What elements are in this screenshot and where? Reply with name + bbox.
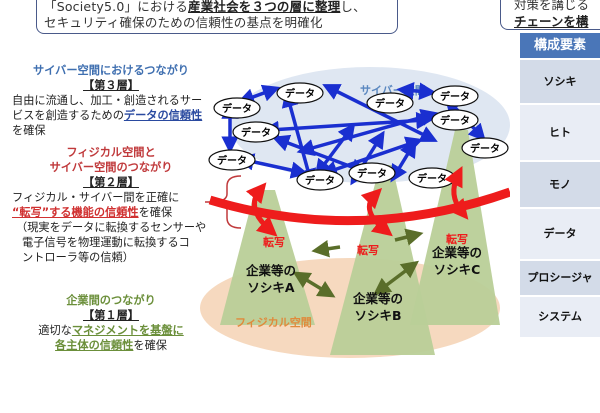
svg-text:データ: データ — [222, 102, 252, 115]
transfer-label: 転写 — [446, 232, 468, 246]
right-summary-box — [500, 0, 600, 30]
layer1-label: 【第１層】 — [83, 309, 139, 322]
org-b-label-1: 企業等の — [352, 291, 403, 306]
layer2-body-line: フィジカル・サイバー間を正確に — [12, 191, 180, 204]
components-table: 構成要素 ソシキ ヒト モノ データ プロシージャ システム — [520, 33, 600, 337]
right-summary-line-1: 対策を講じる — [514, 0, 590, 12]
text: を確保 — [138, 206, 173, 219]
org-c-label-1: 企業等の — [431, 245, 482, 260]
summary-text: 「Society5.0」における — [44, 0, 188, 14]
layer2-note-line: ントローラ等の信頼） — [22, 251, 134, 264]
layer2-heading-2: サイバー空間のつながり — [49, 161, 173, 174]
transfer-label: 転写 — [357, 243, 379, 257]
layer3-heading: サイバー空間におけるつながり — [33, 64, 189, 77]
data-node: データ — [213, 97, 261, 119]
table-row: ソシキ — [520, 60, 600, 103]
text: 適切な — [38, 324, 72, 337]
layer2-body: フィジカル・サイバー間を正確に “転写”する機能の信頼性を確保 （現実をデータに… — [0, 190, 222, 265]
org-c-label-2: ソシキC — [434, 262, 481, 277]
layer1-heading: 企業間のつながり — [66, 294, 156, 307]
three-layer-diagram: サイバー空間 フィジカル空間 データ データ データ データ データ データ デ… — [200, 67, 510, 358]
data-node: データ — [348, 162, 396, 184]
layer2-heading-1: フィジカル空間と — [66, 146, 156, 159]
layer1-description: 企業間のつながり 【第１層】 適切なマネジメントを基盤に 各主体の信頼性を確保 — [0, 293, 222, 353]
data-node: データ — [431, 109, 479, 131]
layer2-label: 【第２層】 — [83, 176, 139, 189]
summary-text: し、 — [340, 0, 366, 14]
layer3-body-line: を確保 — [12, 124, 46, 137]
text: を確保 — [133, 339, 167, 352]
svg-text:データ: データ — [241, 126, 271, 139]
svg-text:データ: データ — [357, 167, 387, 180]
svg-text:データ: データ — [470, 142, 500, 155]
transfer-label: 転写 — [263, 235, 285, 249]
layer2-body-line: “転写”する機能の信頼性を確保 — [12, 205, 222, 220]
layer3-body-line: 自由に流通し、加工・創造されるサー — [12, 94, 203, 107]
layer2-emphasis: “転写”する機能の信頼性 — [12, 206, 139, 219]
table-header: 構成要素 — [520, 33, 600, 58]
svg-text:データ: データ — [440, 90, 470, 103]
layer2-description: フィジカル空間と サイバー空間のつながり 【第２層】 フィジカル・サイバー間を正… — [0, 145, 222, 265]
summary-line-2: セキュリティ確保のための信頼性の基点を明確化 — [44, 15, 323, 30]
layer1-body-line: 適切なマネジメントを基盤に — [0, 323, 222, 338]
table-row: システム — [520, 297, 600, 337]
table-row: プロシージャ — [520, 261, 600, 295]
right-summary-line-2: チェーンを構 — [514, 14, 589, 29]
table-row: ヒト — [520, 105, 600, 160]
summary-emphasis: 産業社会を３つの層に整理 — [188, 0, 341, 14]
data-node: データ — [408, 167, 456, 189]
summary-box — [36, 0, 398, 34]
svg-text:データ: データ — [217, 154, 247, 167]
data-node: データ — [208, 149, 256, 171]
svg-text:データ: データ — [285, 87, 315, 100]
text: ビスを創造するための — [12, 109, 124, 122]
svg-text:データ: データ — [305, 174, 335, 187]
data-node: データ — [276, 82, 324, 104]
org-a-label-2: ソシキA — [247, 280, 295, 295]
data-node: データ — [366, 92, 414, 114]
org-a-label-1: 企業等の — [245, 263, 296, 278]
physical-space-label: フィジカル空間 — [235, 315, 312, 329]
layer2-note-line: （現実をデータに転換するセンサーや — [16, 221, 207, 234]
layer1-body-line: 各主体の信頼性を確保 — [0, 338, 222, 353]
layer3-emphasis: データの信頼性 — [123, 109, 203, 122]
summary-line-1: 「Society5.0」における産業社会を３つの層に整理し、 — [44, 0, 366, 15]
layer3-label: 【第３層】 — [83, 79, 139, 92]
data-node: データ — [431, 85, 479, 107]
data-node: データ — [296, 169, 344, 191]
table-row: モノ — [520, 162, 600, 207]
svg-text:データ: データ — [417, 172, 447, 185]
org-b-label-2: ソシキB — [354, 308, 401, 323]
layer1-emphasis: マネジメントを基盤に — [71, 324, 184, 337]
layer3-body-line: ビスを創造するためのデータの信頼性 — [12, 108, 222, 123]
svg-text:データ: データ — [440, 114, 470, 127]
table-row: データ — [520, 209, 600, 259]
layer1-emphasis: 各主体の信頼性 — [55, 339, 134, 352]
data-node: データ — [461, 137, 509, 159]
layer2-note-line: 電子信号を物理運動に転換するコ — [22, 236, 190, 249]
data-node: データ — [232, 121, 280, 143]
svg-text:データ: データ — [375, 97, 405, 110]
layer3-body: 自由に流通し、加工・創造されるサー ビスを創造するためのデータの信頼性 を確保 — [0, 93, 222, 138]
layer3-description: サイバー空間におけるつながり 【第３層】 自由に流通し、加工・創造されるサー ビ… — [0, 63, 222, 138]
